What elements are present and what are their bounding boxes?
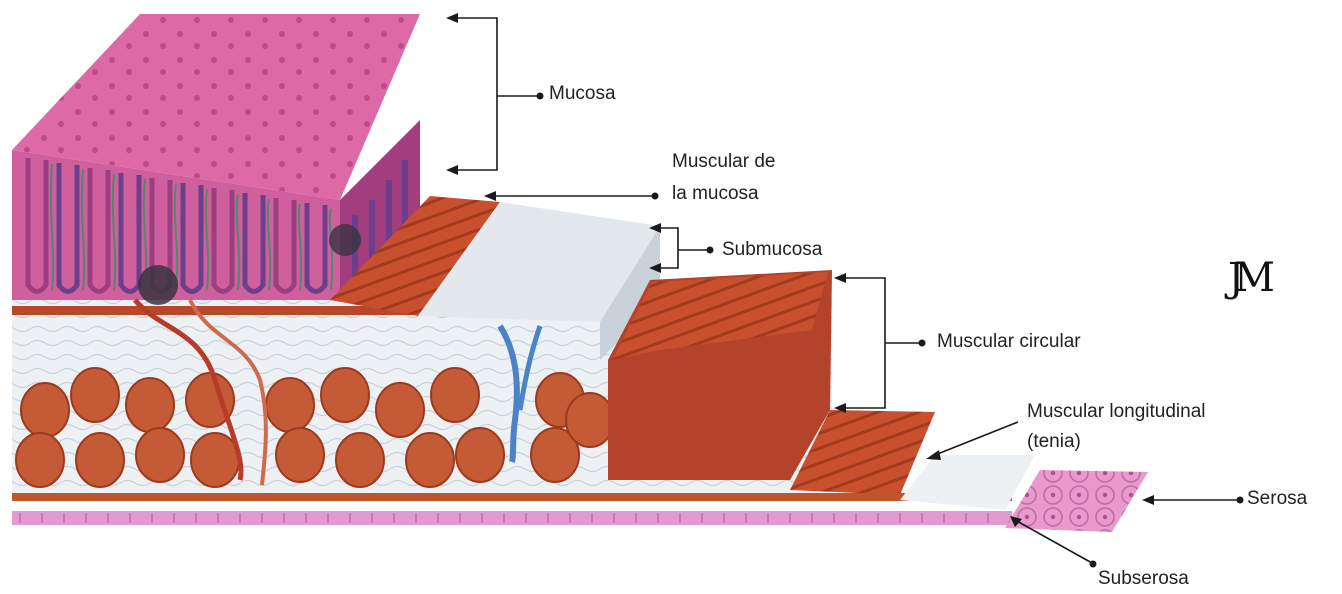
- muscle-bundle: [126, 378, 174, 432]
- muscle-bundle: [431, 368, 479, 422]
- label-muscularis-mucosae-2: la mucosa: [672, 182, 759, 206]
- muscle-bundle: [21, 383, 69, 437]
- label-muscularis-mucosae-1: Muscular de: [672, 150, 776, 174]
- muscle-bundle: [136, 428, 184, 482]
- serosa-strip: [12, 511, 1012, 525]
- muscle-bundle: [276, 428, 324, 482]
- author-monogram: JM: [1228, 255, 1265, 301]
- muscle-bundle: [321, 368, 369, 422]
- muscle-bundle: [336, 433, 384, 487]
- subserosa-strip: [900, 455, 1035, 510]
- muscle-bundle: [406, 433, 454, 487]
- muscle-bundle: [376, 383, 424, 437]
- muscle-bundle: [191, 433, 239, 487]
- longitudinal-band: [12, 493, 1012, 501]
- label-subserosa: Subserosa: [1098, 567, 1189, 591]
- label-mucosa: Mucosa: [549, 82, 616, 106]
- label-muscular-longitudinal-1: Muscular longitudinal: [1027, 400, 1206, 424]
- muscle-bundle: [566, 393, 614, 447]
- serosa-block: [1005, 470, 1148, 532]
- lymph-nodule: [138, 265, 178, 305]
- muscularis-mucosae-band: [12, 306, 412, 315]
- muscle-bundle: [71, 368, 119, 422]
- label-serosa: Serosa: [1247, 487, 1307, 511]
- label-submucosa: Submucosa: [722, 238, 822, 262]
- muscle-bundle: [456, 428, 504, 482]
- label-muscular-circular: Muscular circular: [937, 330, 1081, 354]
- muscle-bundle: [266, 378, 314, 432]
- label-muscular-longitudinal-2: (tenia): [1027, 430, 1081, 454]
- lymph-nodule-2: [329, 224, 361, 256]
- muscle-bundle: [76, 433, 124, 487]
- muscle-bundle: [16, 433, 64, 487]
